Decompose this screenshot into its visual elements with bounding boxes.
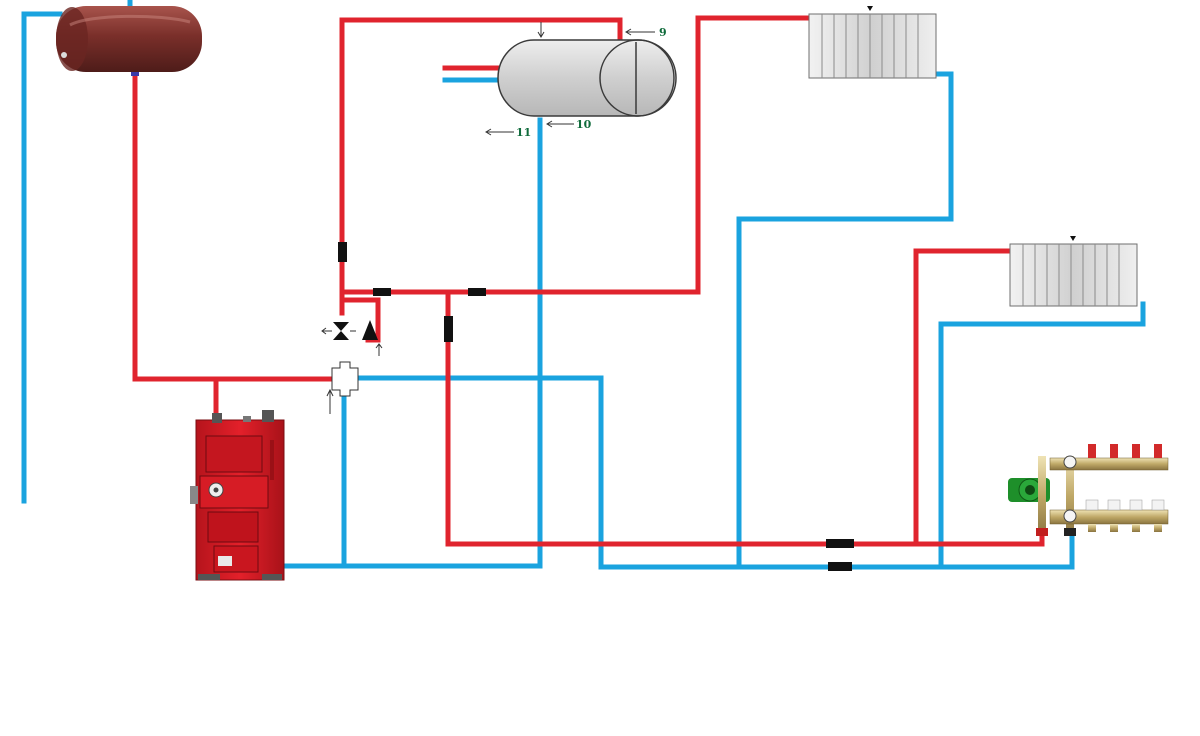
- supply-pipes: [132, 15, 1045, 547]
- indirect-water-heater-icon: [497, 22, 677, 117]
- valves: [338, 242, 854, 571]
- radiator-top-icon: [808, 6, 937, 79]
- return-main-pipe: [357, 375, 1075, 570]
- four-way-fitting-icon: [326, 361, 359, 414]
- valve-supply-floor[interactable]: [826, 539, 854, 548]
- return-pipes: [21, 0, 1146, 570]
- label-9-pointer: [625, 28, 655, 36]
- valve-vertical-mid[interactable]: [444, 316, 453, 342]
- valve-horizontal-top-left[interactable]: [373, 288, 391, 296]
- floor-supply-main: [445, 291, 1045, 547]
- label-10-pointer: [546, 120, 574, 128]
- pump-group: [321, 320, 383, 356]
- boiler-return-pipe: [277, 117, 543, 569]
- radiator-top-return: [736, 71, 954, 570]
- circulation-pump-right-icon[interactable]: [362, 320, 383, 356]
- valve-vertical-left[interactable]: [338, 242, 347, 262]
- expansion-tank-icon: [56, 6, 202, 72]
- tank-supply-loop: [339, 17, 623, 316]
- valve-horizontal-top-mid[interactable]: [468, 288, 486, 296]
- label-9: 9: [659, 26, 667, 39]
- radiator-bottom-icon: [1009, 236, 1138, 307]
- boiler-supply-pipe: [132, 72, 333, 382]
- solid-fuel-boiler-icon: [190, 410, 285, 581]
- radiator-bottom-return: [938, 301, 1146, 570]
- valve-return-floor[interactable]: [828, 562, 852, 571]
- underfloor-manifold-icon: [1008, 444, 1169, 536]
- radiator-top-supply: [339, 15, 811, 295]
- expansion-vent-pipe: [21, 11, 63, 504]
- circulation-pump-left-icon[interactable]: [321, 320, 356, 342]
- label-11-pointer: [485, 128, 514, 136]
- radiator-bottom-supply: [913, 248, 1013, 547]
- label-10: 10: [576, 118, 592, 131]
- label-11: 11: [516, 126, 531, 139]
